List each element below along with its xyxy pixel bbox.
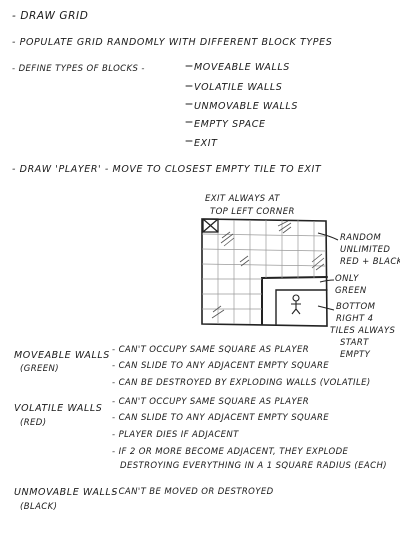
moveable-color: (GREEN) [20,364,60,374]
moveable-rule-2: - CAN SLIDE TO ANY ADJACENT EMPTY SQUARE [112,361,330,371]
green-note-2: GREEN [335,286,367,296]
note-populate-grid: - POPULATE GRID RANDOMLY WITH DIFFERENT … [12,37,333,48]
moveable-rule-3: - CAN BE DESTROYED BY EXPLODING WALLS (V… [112,378,371,388]
volatile-color: (RED) [20,418,47,428]
moveable-title: MOVEABLE WALLS [14,350,110,361]
green-note-1: ONLY [335,274,359,284]
block-type-exit: EXIT [194,138,218,149]
note-draw-player: - DRAW 'PLAYER' - MOVE TO CLOSEST EMPTY … [12,164,322,175]
bottom-note-3: TILES ALWAYS [330,326,396,336]
block-type-moveable: MOVEABLE WALLS [194,62,290,73]
unmovable-rule-1: - CAN'T BE MOVED OR DESTROYED [112,487,274,497]
bottom-note-5: EMPTY [340,350,371,360]
unmovable-color: (BLACK) [20,502,58,512]
volatile-rule-2: - CAN SLIDE TO ANY ADJACENT EMPTY SQUARE [112,413,330,423]
random-note-2: UNLIMITED [340,245,391,255]
note-draw-grid: - DRAW GRID [12,10,89,22]
random-note-3: RED + BLACK [340,257,400,267]
exit-note-line1: EXIT ALWAYS AT [205,194,280,204]
volatile-title: VOLATILE WALLS [14,403,103,414]
exit-note-line2: TOP LEFT CORNER [210,207,295,217]
note-define-types: - DEFINE TYPES OF BLOCKS - [12,64,145,74]
bottom-note-4: START [340,338,369,348]
moveable-rule-1: - CAN'T OCCUPY SAME SQUARE AS PLAYER [112,345,310,355]
block-type-volatile: VOLATILE WALLS [194,82,283,93]
random-note-1: RANDOM [340,233,382,243]
block-type-empty: EMPTY SPACE [194,119,266,130]
volatile-rule-1: - CAN'T OCCUPY SAME SQUARE AS PLAYER [112,397,310,407]
volatile-rule-5: DESTROYING EVERYTHING IN A 1 SQUARE RADI… [120,461,387,471]
bottom-note-1: BOTTOM [336,302,376,312]
volatile-rule-4: - IF 2 OR MORE BECOME ADJACENT, THEY EXP… [112,447,349,457]
block-type-unmovable: UNMOVABLE WALLS [194,101,298,112]
volatile-rule-3: - PLAYER DIES IF ADJACENT [112,430,239,440]
bottom-note-2: RIGHT 4 [336,314,374,324]
unmovable-title: UNMOVABLE WALLS [14,487,118,498]
player-icon [291,294,301,315]
